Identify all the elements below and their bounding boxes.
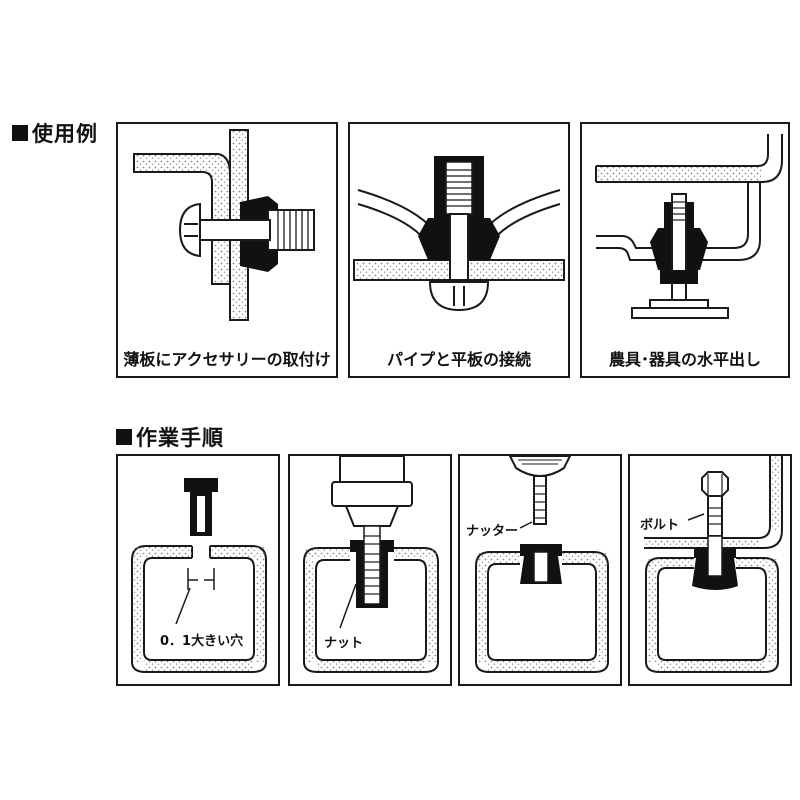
step-3-label: ナッター	[466, 524, 519, 539]
usage-heading-text: 使用例	[32, 122, 98, 146]
rivet-tool-diagram	[475, 456, 609, 673]
step-1-label: 0．1大きい穴	[160, 634, 244, 649]
procedure-heading-text: 作業手順	[136, 426, 224, 450]
usage-example-3: 農具･器具の水平出し	[580, 122, 790, 378]
fasten-bolt-diagram	[644, 456, 783, 673]
usage-example-1: 薄板にアクセサリーの取付け	[116, 122, 338, 378]
leveling-foot-diagram	[595, 134, 783, 319]
pipe-plate-joint-diagram	[353, 156, 565, 312]
usage-example-2: パイプと平板の接続	[348, 122, 570, 378]
procedure-step-2: ナット	[288, 454, 452, 686]
step-4-label: ボルト	[640, 518, 680, 533]
step-2-label: ナット	[324, 636, 364, 651]
heading-square-icon	[12, 125, 28, 141]
thin-sheet-accessory-diagram	[133, 129, 315, 321]
usage-caption-2: パイプと平板の接続	[386, 350, 531, 369]
usage-heading: 使用例	[12, 118, 98, 148]
heading-square-icon	[116, 429, 132, 445]
procedure-step-4: ボルト	[628, 454, 792, 686]
insert-nut-diagram	[303, 456, 439, 673]
usage-caption-1: 薄板にアクセサリーの取付け	[123, 350, 331, 369]
procedure-step-3: ナッター	[458, 454, 622, 686]
usage-caption-3: 農具･器具の水平出し	[608, 350, 761, 369]
procedure-heading: 作業手順	[116, 422, 224, 452]
drill-hole-diagram	[131, 478, 267, 673]
procedure-step-1: 0．1大きい穴	[116, 454, 280, 686]
